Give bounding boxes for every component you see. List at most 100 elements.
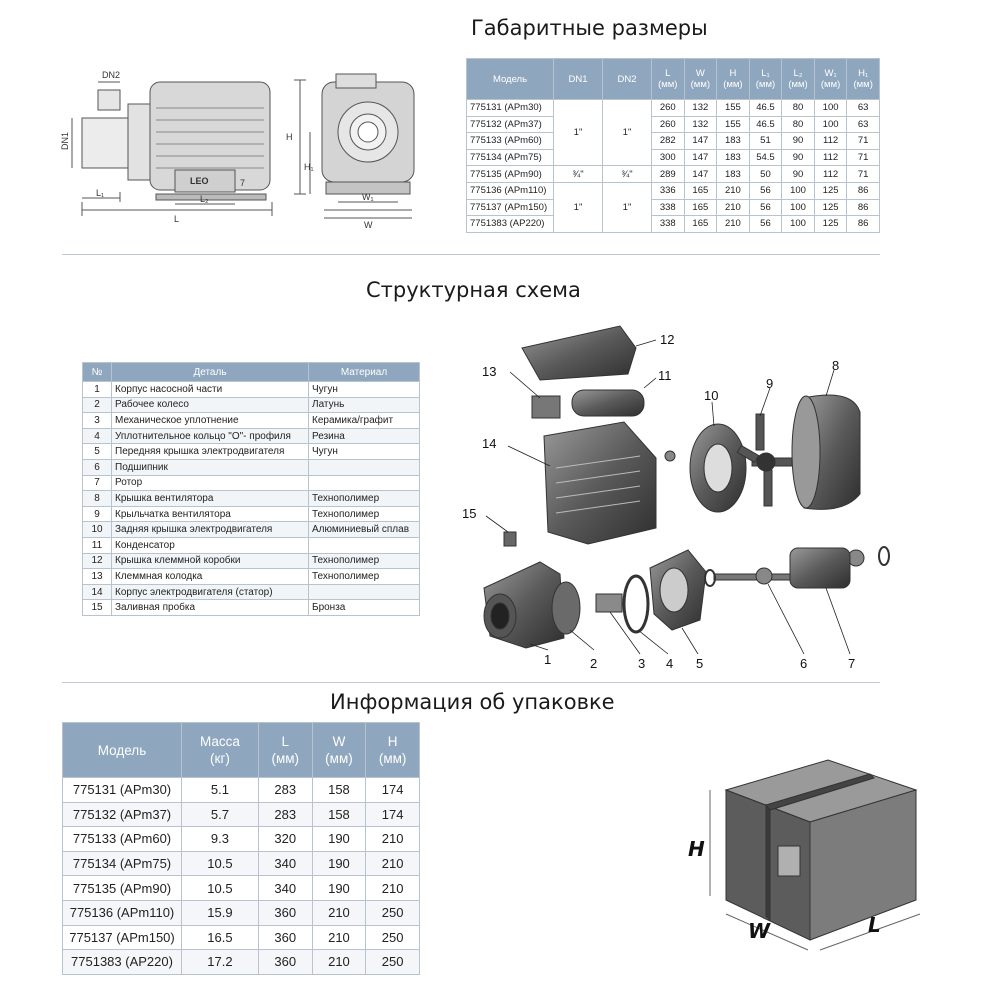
model-cell: 775131 (APm30) <box>466 99 554 117</box>
dimensions-title: Габаритные размеры <box>471 16 708 40</box>
row-key-cell: 15 <box>82 599 112 616</box>
row-key-cell: 775136 (APm110) <box>62 899 182 926</box>
value-cell: 147 <box>683 132 718 150</box>
row-key-cell: 775134 (APm75) <box>62 850 182 877</box>
col-header: L (мм) <box>257 722 313 778</box>
col-header: W (мм) <box>683 58 718 100</box>
value-cell: 174 <box>365 777 420 803</box>
value-cell: Клеммная колодка <box>111 568 309 585</box>
value-cell: 210 <box>365 875 420 901</box>
table-row: 775136 (APm110) 1" 1" 336 165 210 56 100… <box>466 181 880 233</box>
value-cell: 360 <box>257 899 313 926</box>
row-key-cell: 1 <box>82 381 112 398</box>
col-header: Модель <box>62 722 182 778</box>
table-row: 775131 (APm30) 1" 1" 260 132 155 46.5 80… <box>466 98 880 167</box>
value-cell: 283 <box>257 777 313 803</box>
divider <box>62 254 880 255</box>
value-cell: 125 <box>813 198 848 217</box>
value-cell: Алюминиевый сплав <box>308 521 420 538</box>
value-cell: Корпус насосной части <box>111 381 309 398</box>
value-cell: Уплотнительное кольцо "О"- профиля <box>111 427 309 445</box>
value-cell: 260 <box>651 115 685 134</box>
value-cell: 56 <box>748 181 783 200</box>
model-cell: 775132 (APm37) <box>466 115 554 134</box>
callout-12: 12 <box>660 332 674 347</box>
table-row: 775132 (APm37) 260 132 155 46.5 80 100 6… <box>466 115 880 134</box>
value-cell: 5.7 <box>181 801 259 828</box>
value-cell: 174 <box>365 801 420 828</box>
value-cell: 46.5 <box>748 115 783 134</box>
value-cell: 210 <box>311 949 367 975</box>
value-cell: 147 <box>683 165 718 183</box>
callout-15: 15 <box>462 506 476 521</box>
value-cell: Ротор <box>111 474 309 492</box>
row-key-cell: 12 <box>82 552 112 570</box>
value-cell: Задняя крышка электродвигателя <box>111 521 309 538</box>
callout-9: 9 <box>766 376 773 391</box>
model-cell: 775135 (APm90) <box>466 165 554 183</box>
value-cell: 90 <box>781 132 815 150</box>
value-cell: 210 <box>365 850 420 877</box>
value-cell: 100 <box>813 115 848 134</box>
value-cell: 63 <box>846 115 880 134</box>
value-cell: 86 <box>846 198 880 217</box>
value-cell: 190 <box>311 875 367 901</box>
value-cell: 338 <box>651 198 685 217</box>
dn1-cell: ¾" <box>553 165 603 183</box>
row-key-cell: 4 <box>82 427 112 445</box>
col-header: Масса (кг) <box>181 722 259 778</box>
callout-2: 2 <box>590 656 597 671</box>
value-cell: 155 <box>716 115 750 134</box>
value-cell: 158 <box>311 801 367 828</box>
label-brand: LEO <box>190 176 209 186</box>
box-label-h: H <box>688 837 705 861</box>
callout-14: 14 <box>482 436 496 451</box>
package-box-illustration: H W L <box>688 759 921 951</box>
value-cell: 112 <box>813 148 848 167</box>
value-cell: 282 <box>651 132 685 150</box>
callout-7: 7 <box>848 656 855 671</box>
row-key-cell: 11 <box>82 536 112 554</box>
value-cell: Передняя крышка электродвигателя <box>111 443 309 460</box>
col-header: Деталь <box>111 362 309 382</box>
value-cell: 165 <box>683 181 718 200</box>
value-cell: 16.5 <box>181 924 259 951</box>
value-cell: 147 <box>683 148 718 167</box>
value-cell: 250 <box>365 924 420 951</box>
col-header: H₁ (мм) <box>846 58 880 100</box>
dn2-cell: 1" <box>602 98 652 167</box>
value-cell: 46.5 <box>748 99 783 117</box>
value-cell: 360 <box>257 924 313 951</box>
value-cell: 190 <box>311 826 367 852</box>
value-cell <box>308 458 420 476</box>
value-cell: 210 <box>716 198 750 217</box>
label-l2: L₂ <box>200 194 209 204</box>
row-key-cell: 6 <box>82 458 112 476</box>
value-cell: 165 <box>683 215 718 233</box>
col-header: DN1 <box>553 58 603 100</box>
col-header: W (мм) <box>311 722 367 778</box>
value-cell: 50 <box>748 165 783 183</box>
callout-8: 8 <box>832 358 839 373</box>
label-dn2: DN2 <box>102 70 120 80</box>
divider <box>62 682 880 683</box>
model-cell: 775137 (APm150) <box>466 198 554 217</box>
value-cell <box>308 536 420 554</box>
value-cell: 300 <box>651 148 685 167</box>
callout-6: 6 <box>800 656 807 671</box>
dn2-cell: 1" <box>602 181 652 233</box>
value-cell: 338 <box>651 215 685 233</box>
value-cell: Бронза <box>308 599 420 616</box>
